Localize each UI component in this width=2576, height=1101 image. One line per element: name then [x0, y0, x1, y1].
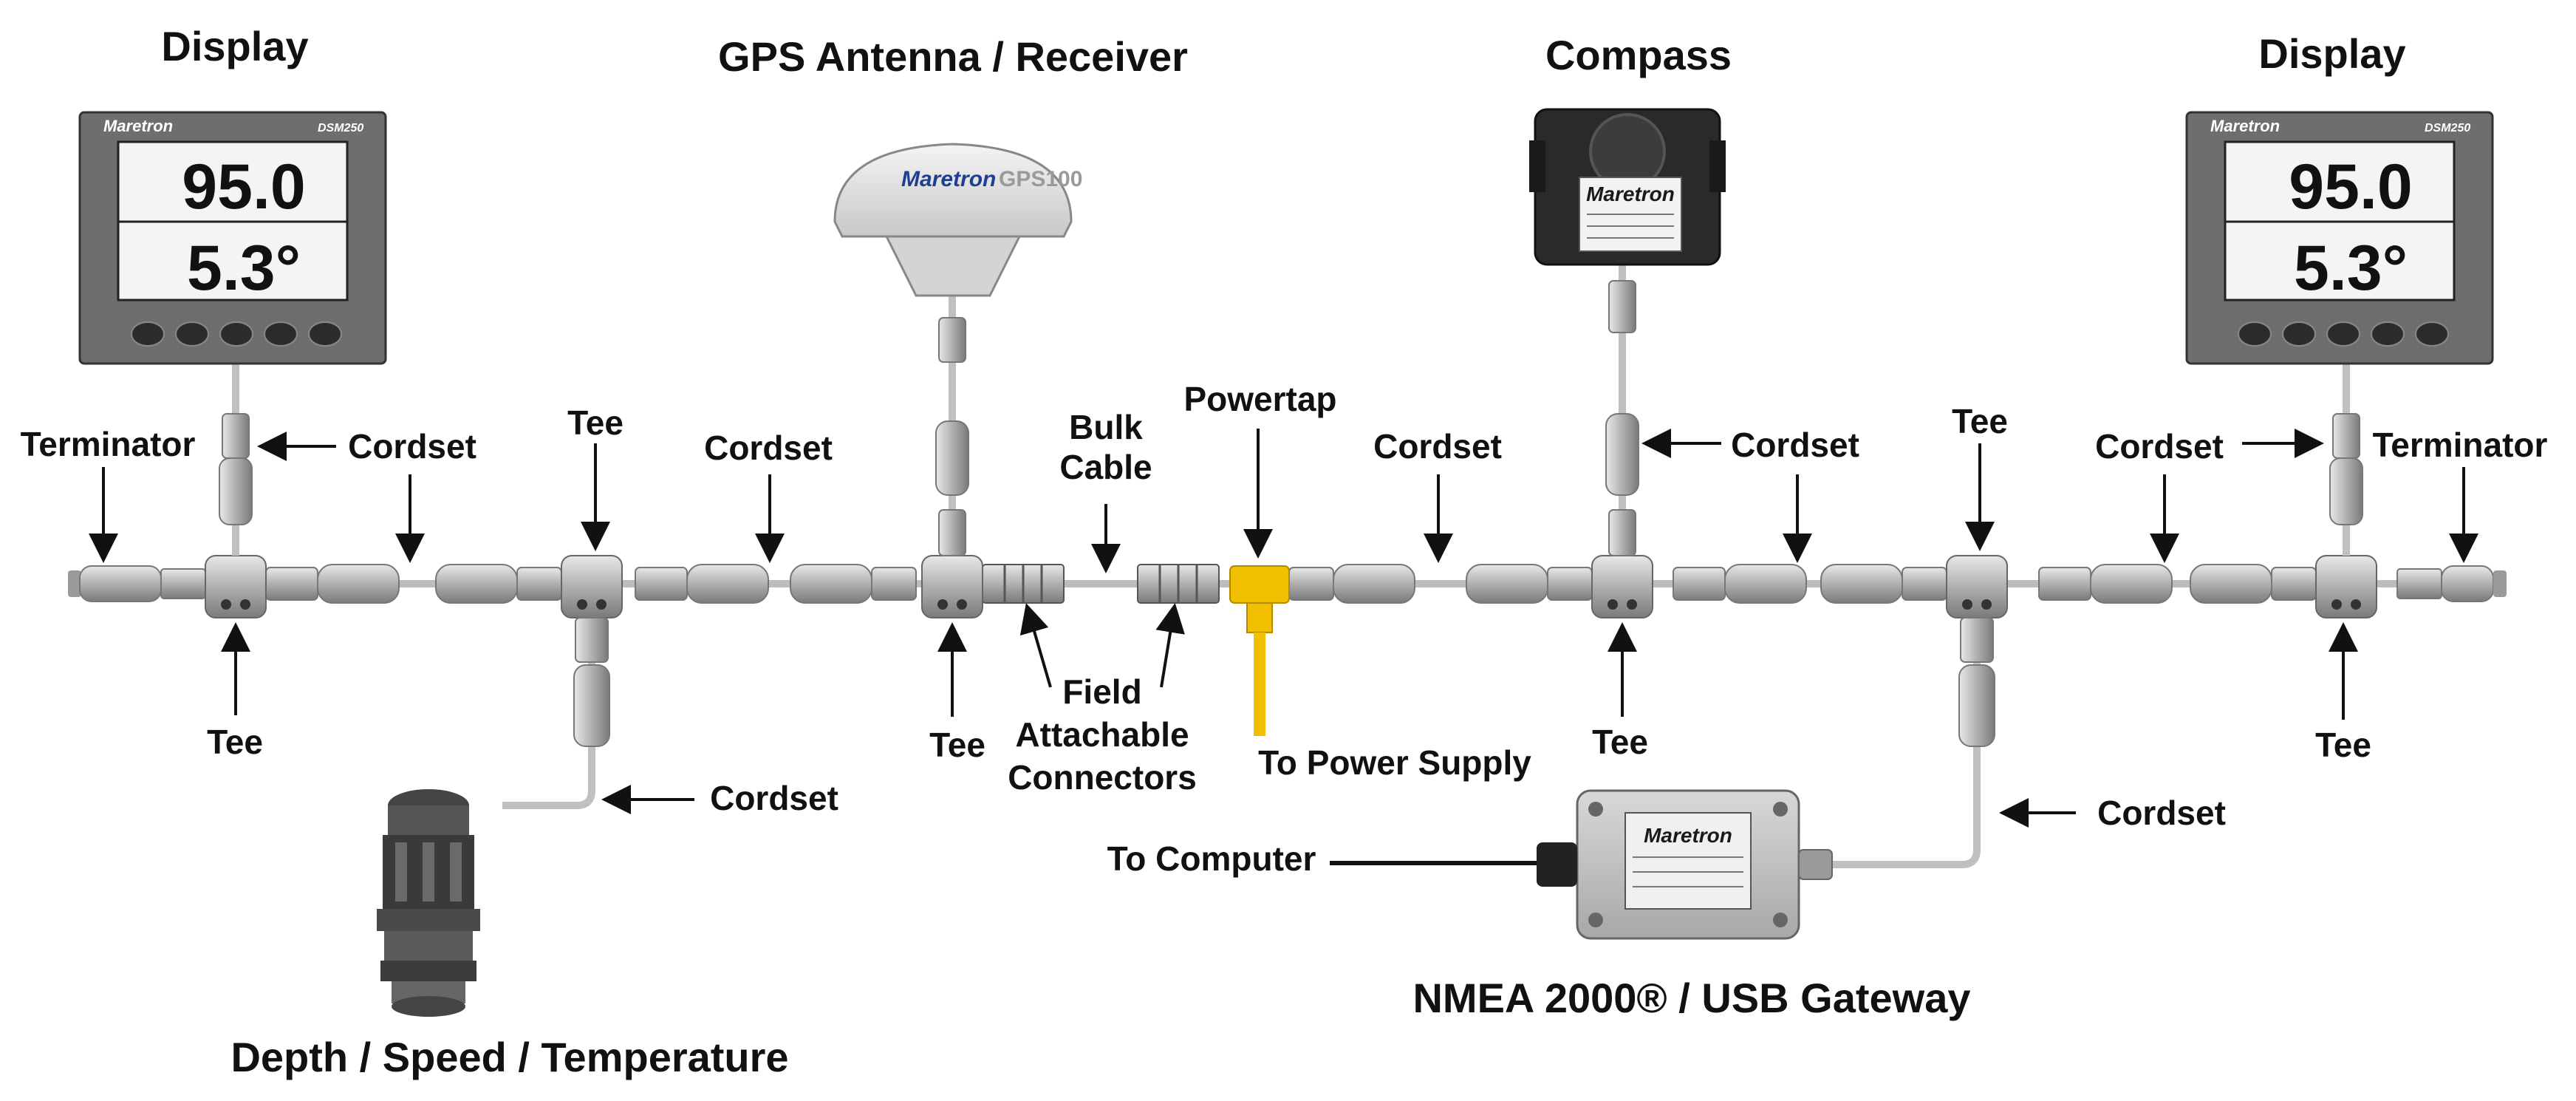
drop-connectors: [219, 280, 2363, 747]
title-display-left: Display: [161, 23, 308, 69]
compass-brand: Maretron: [1586, 183, 1675, 205]
display-value-top: 95.0: [2289, 151, 2412, 222]
trunk-connectors: [265, 564, 2317, 604]
display-model: DSM250: [318, 122, 363, 134]
label-cordset-gateway: Cordset: [2097, 794, 2226, 832]
gps-model: GPS100: [999, 167, 1082, 191]
display-right: Maretron DSM250 95.0 5.3°: [2185, 111, 2494, 365]
label-field-3: Connectors: [1008, 758, 1197, 797]
label-terminator-right: Terminator: [2373, 426, 2548, 464]
label-cordset-display-right: Cordset: [2095, 427, 2224, 466]
powertap: [1229, 565, 1290, 736]
tee-3: [921, 555, 983, 618]
tee-6: [2315, 555, 2377, 618]
display-model: DSM250: [2425, 122, 2470, 134]
terminator-right: [2396, 565, 2507, 602]
title-display-right: Display: [2258, 30, 2405, 77]
label-bulk-2: Cable: [1059, 448, 1152, 486]
display-value-top: 95.0: [182, 151, 305, 222]
title-gateway: NMEA 2000® / USB Gateway: [1412, 975, 1970, 1021]
tee-5: [1946, 555, 2008, 618]
tee-4: [1591, 555, 1653, 618]
label-field-1: Field: [1062, 672, 1141, 711]
label-terminator-left: Terminator: [21, 425, 196, 463]
label-to-power-supply: To Power Supply: [1258, 743, 1531, 782]
display-buttons: [2238, 321, 2449, 347]
label-cordset-trunk-1: Cordset: [704, 429, 833, 467]
label-tee-top-2: Tee: [1952, 402, 2008, 440]
tee-1: [205, 555, 267, 618]
title-depth: Depth / Speed / Temperature: [230, 1034, 788, 1080]
compass: Maretron: [1529, 108, 1726, 266]
gps-brand: Maretron: [901, 167, 996, 191]
display-value-bottom: 5.3°: [2294, 233, 2408, 304]
display-buttons: [131, 321, 342, 347]
label-cordset-display-left: Cordset: [348, 427, 476, 466]
label-cordset-compass: Cordset: [1731, 426, 1859, 464]
callouts: [89, 429, 2478, 828]
label-tee-bottom-1: Tee: [207, 723, 263, 761]
gps-antenna: Maretron GPS100: [833, 143, 1082, 297]
titles: Display GPS Antenna / Receiver Compass D…: [161, 23, 2405, 1080]
usb-gateway: Maretron: [1537, 789, 1833, 940]
display-value-bottom: 5.3°: [187, 233, 301, 304]
terminator-left: [68, 565, 206, 602]
label-powertap: Powertap: [1183, 380, 1336, 418]
tee-2: [561, 555, 623, 618]
label-to-computer: To Computer: [1107, 839, 1316, 878]
title-gps: GPS Antenna / Receiver: [718, 33, 1188, 80]
label-cordset-trunk-2: Cordset: [1373, 427, 1502, 466]
label-bulk-1: Bulk: [1069, 408, 1143, 446]
labels: Terminator Cordset Tee Cordset Bulk Cabl…: [21, 380, 2548, 878]
label-cordset-depth: Cordset: [710, 779, 838, 817]
label-field-2: Attachable: [1015, 715, 1189, 754]
gateway-brand: Maretron: [1644, 824, 1732, 847]
display-brand: Maretron: [2210, 117, 2280, 135]
label-tee-bottom-2: Tee: [929, 726, 985, 764]
depth-transducer: [377, 789, 480, 1017]
display-left: Maretron DSM250 95.0 5.3°: [78, 111, 387, 365]
backbone: [68, 555, 2507, 736]
label-tee-bottom-4: Tee: [2315, 726, 2371, 764]
display-brand: Maretron: [103, 117, 173, 135]
title-compass: Compass: [1545, 32, 1732, 78]
label-tee-bottom-3: Tee: [1592, 723, 1648, 761]
label-tee-top-1: Tee: [567, 403, 623, 442]
